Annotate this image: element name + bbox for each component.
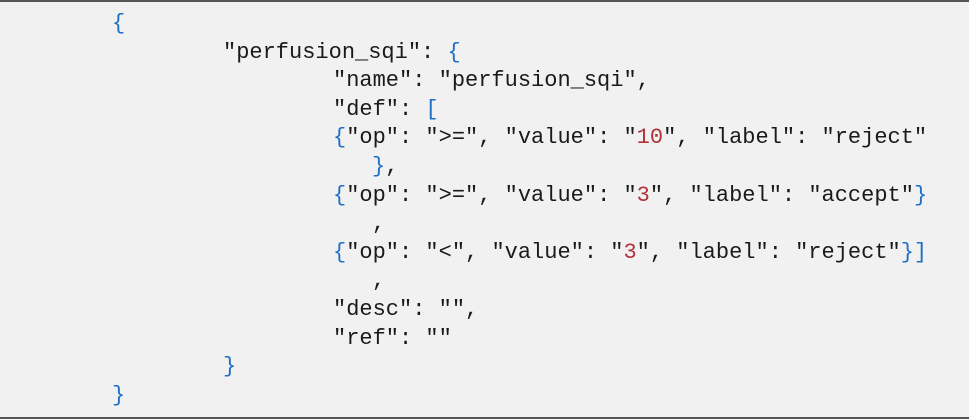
code-token: { <box>447 39 461 65</box>
code-token: : <box>399 182 426 208</box>
code-token: "" <box>425 325 452 351</box>
code-token: : <box>412 297 439 322</box>
code-line: }, <box>372 153 398 181</box>
code-token: } <box>223 354 237 380</box>
code-token: : <box>597 182 624 208</box>
code-token: "<" <box>425 239 466 265</box>
code-line: "def": [ <box>333 96 439 124</box>
code-token: : <box>399 239 426 265</box>
code-token: " <box>623 125 637 151</box>
code-line: {"op": "<", "value": "3", "label": "reje… <box>333 239 927 267</box>
code-token: }] <box>900 239 928 265</box>
code-token: "label" <box>676 239 769 265</box>
code-token: : <box>412 68 439 94</box>
code-token: " <box>610 239 624 265</box>
code-token: "value" <box>491 239 584 265</box>
code-token: "reject" <box>821 125 928 151</box>
code-token: 3 <box>636 182 650 208</box>
code-token: ">=" <box>425 182 479 208</box>
code-token: : <box>399 125 426 151</box>
code-token: "accept" <box>808 182 914 208</box>
code-line: , <box>372 267 385 295</box>
code-line: { <box>112 10 125 38</box>
code-token: "reject" <box>795 239 901 265</box>
code-token: , <box>478 182 505 208</box>
code-token: { <box>112 11 126 36</box>
code-token: } <box>372 154 386 179</box>
code-token: "label" <box>689 182 782 208</box>
code-token: 3 <box>623 239 637 265</box>
code-token: : <box>421 39 448 65</box>
code-token: "op" <box>346 239 400 265</box>
code-token: : <box>795 125 822 151</box>
code-token: 10 <box>636 125 664 151</box>
code-line: {"op": ">=", "value": "3", "label": "acc… <box>333 182 927 210</box>
code-token: : <box>597 125 624 151</box>
code-token: : <box>768 239 796 265</box>
code-token: : <box>399 96 426 122</box>
code-token: [ <box>425 96 439 122</box>
code-line: } <box>223 353 236 381</box>
code-token: "desc" <box>333 297 413 322</box>
code-token: "" <box>438 297 466 322</box>
code-token: ", <box>663 125 703 151</box>
code-line: , <box>372 210 385 238</box>
code-token: ", <box>636 239 677 265</box>
code-token: : <box>781 182 809 208</box>
code-token: ", <box>649 182 690 208</box>
code-line: "desc": "", <box>333 296 478 324</box>
code-token: " <box>623 182 637 208</box>
code-token: "op" <box>346 125 400 151</box>
code-token: { <box>333 239 347 265</box>
code-line: } <box>112 382 125 410</box>
code-token: , <box>372 211 386 237</box>
code-token: , <box>478 125 505 151</box>
code-token: } <box>112 382 126 408</box>
code-token: , <box>465 239 492 265</box>
code-token: "perfusion_sqi" <box>438 68 637 94</box>
code-token: { <box>333 182 347 208</box>
code-token: "op" <box>346 182 400 208</box>
code-token: : <box>399 325 426 351</box>
code-token: "ref" <box>333 325 400 351</box>
code-token: "label" <box>702 125 796 151</box>
code-token: "perfusion_sqi" <box>223 39 422 65</box>
code-token: , <box>385 154 399 179</box>
code-line: "perfusion_sqi": { <box>223 39 461 67</box>
code-token: , <box>465 297 479 322</box>
code-token: "value" <box>504 182 598 208</box>
code-token: "name" <box>333 68 413 94</box>
code-token: : <box>583 239 611 265</box>
code-line: {"op": ">=", "value": "10", "label": "re… <box>333 124 927 152</box>
code-token: ">=" <box>425 125 479 151</box>
code-line: "ref": "" <box>333 325 452 353</box>
code-token: { <box>333 125 347 151</box>
code-token: } <box>913 182 928 208</box>
code-line: "name": "perfusion_sqi", <box>333 67 650 95</box>
code-token: "def" <box>333 96 400 122</box>
code-token: "value" <box>504 125 598 151</box>
code-token: , <box>636 68 650 94</box>
code-token: , <box>372 268 386 294</box>
